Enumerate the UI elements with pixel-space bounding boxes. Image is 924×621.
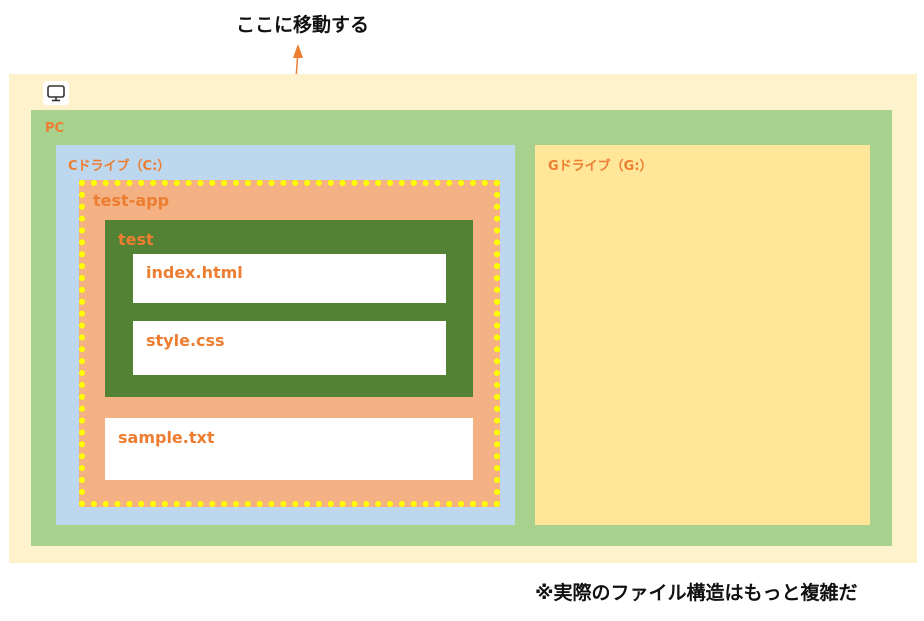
move-arrow-head [293,44,303,58]
file-sample-txt-label: sample.txt [118,428,215,447]
file-sample-txt [105,418,473,480]
g-drive-label: Gドライブ（G:） [548,159,653,174]
move-here-label: ここに移動する [236,14,370,36]
test-app-label: test-app [93,191,170,210]
file-index-html-label: index.html [146,263,243,282]
file-style-css-label: style.css [146,331,225,350]
pc-label: PC [45,121,65,136]
c-drive-label: Cドライブ（C:） [68,159,171,174]
test-label: test [118,230,154,249]
monitor-icon [43,81,69,105]
footnote: ※実際のファイル構造はもっと複雑だ [535,582,858,604]
file-style-css [133,321,446,375]
g-drive-box [535,145,870,525]
file-index-html [133,254,446,303]
